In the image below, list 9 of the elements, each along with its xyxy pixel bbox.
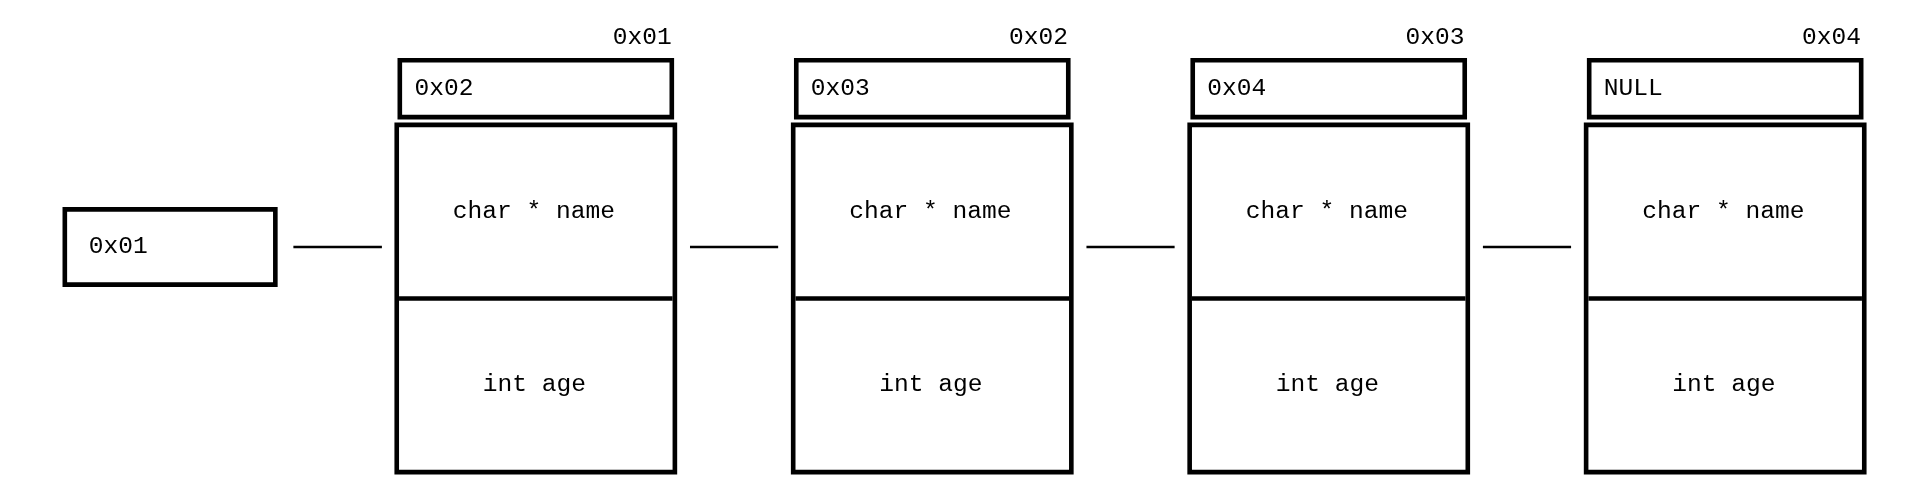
connector [293, 245, 382, 249]
node-label: 0x01 [612, 23, 672, 51]
connector [1482, 245, 1572, 249]
node-label: 0x04 [1802, 23, 1862, 51]
connector [690, 245, 779, 249]
node-label: 0x02 [1009, 23, 1069, 51]
node-label: 0x03 [1405, 23, 1465, 51]
connector [1086, 245, 1175, 249]
node-box: 0x01 [62, 207, 278, 287]
